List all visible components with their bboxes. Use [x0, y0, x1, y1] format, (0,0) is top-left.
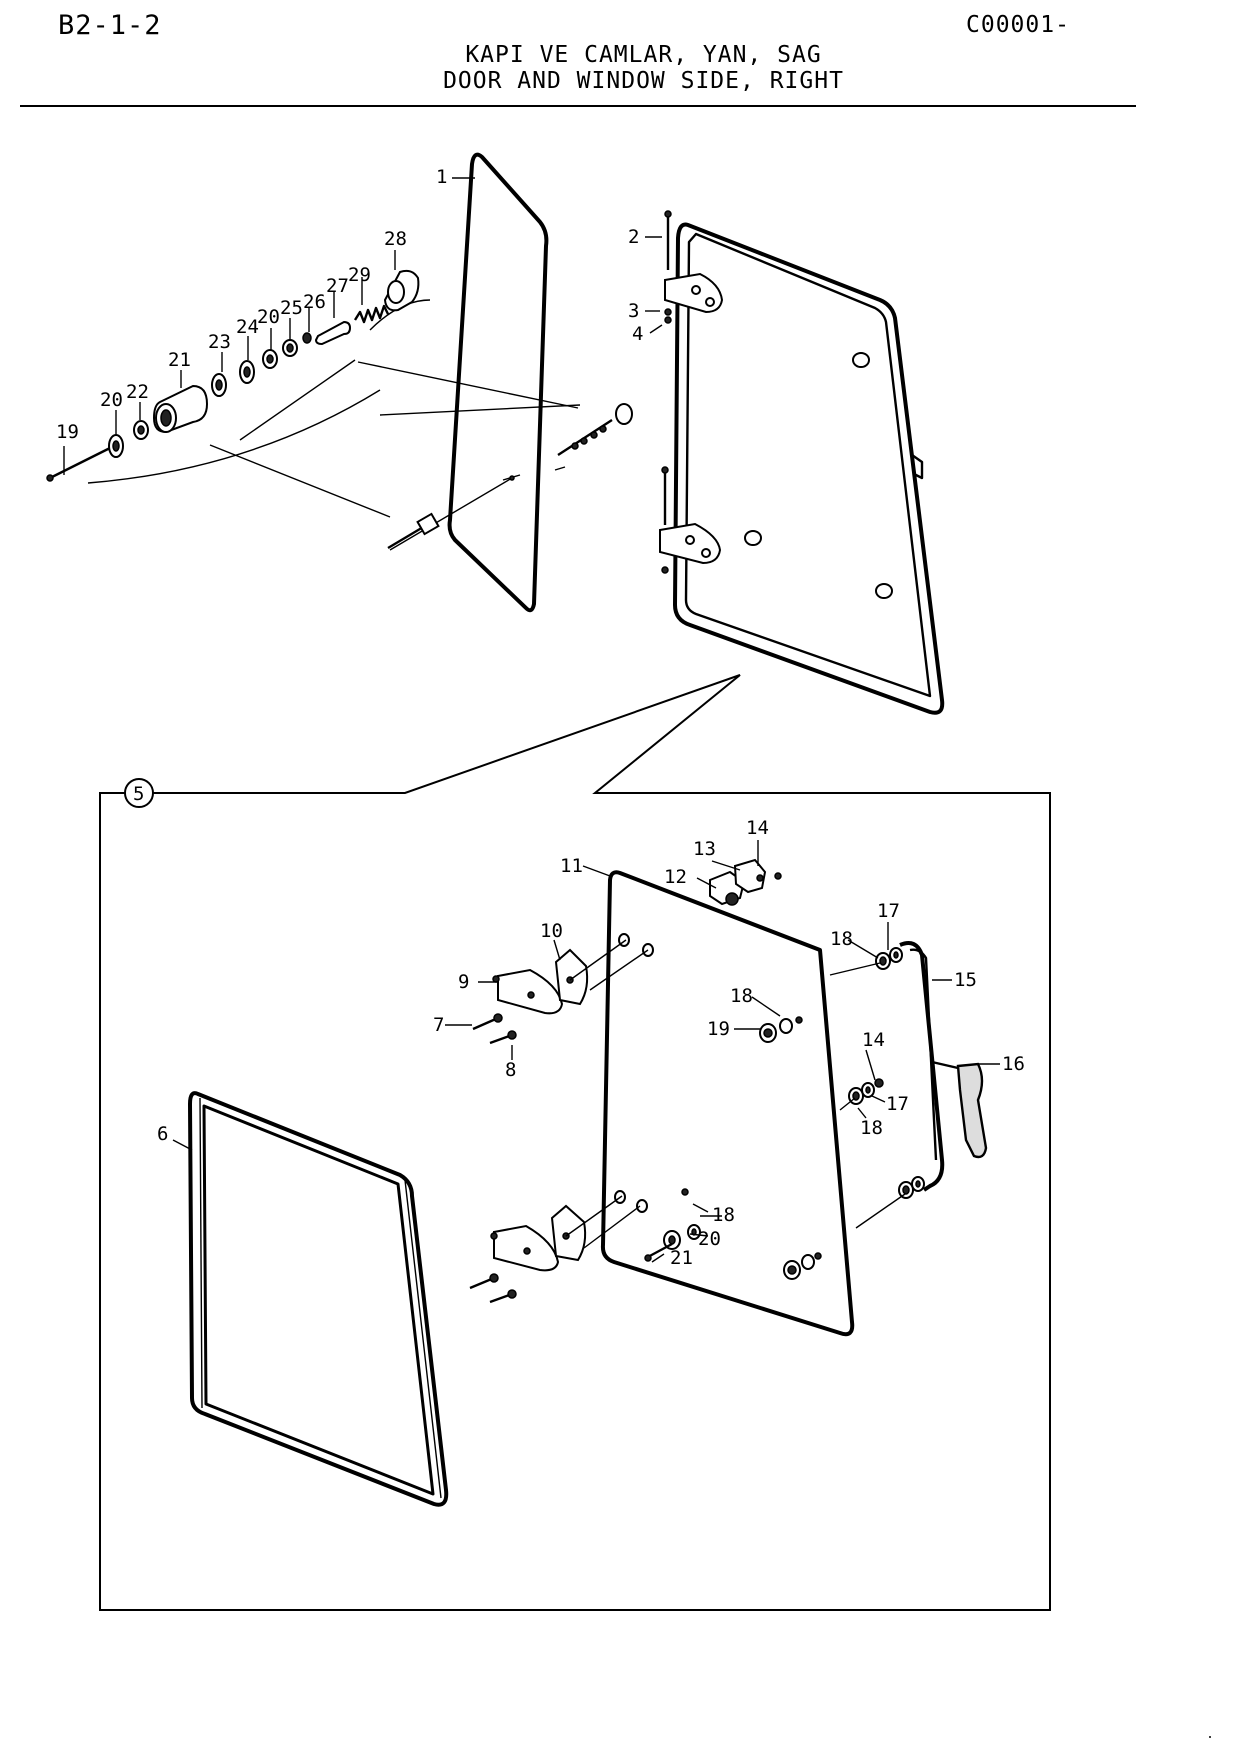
- page-code: B2-1-2: [58, 10, 162, 41]
- callout-27: 27: [326, 275, 349, 297]
- title-turkish: KAPI VE CAMLAR, YAN, SAG: [465, 42, 822, 68]
- title-english: DOOR AND WINDOW SIDE, RIGHT: [443, 68, 844, 94]
- window-glass-panel: [447, 152, 549, 613]
- door-panel: [600, 870, 855, 1337]
- callout-21-b: 21: [670, 1247, 693, 1269]
- callout-24: 24: [236, 316, 259, 338]
- callout-20: 20: [100, 389, 123, 411]
- callout-20-c: 20: [698, 1228, 721, 1250]
- callout-28: 28: [384, 228, 407, 250]
- callout-4: 4: [632, 323, 643, 345]
- glass-mounting-hardware: [387, 403, 633, 550]
- callout-5: 5: [133, 783, 144, 805]
- callout-19: 19: [56, 421, 79, 443]
- callout-12: 12: [664, 866, 687, 888]
- callout-13: 13: [693, 838, 716, 860]
- callout-23: 23: [208, 331, 231, 353]
- callout-25: 25: [280, 297, 303, 319]
- callout-7: 7: [433, 1014, 444, 1036]
- callout-18: 18: [830, 928, 853, 950]
- handle-washers: [759, 947, 925, 1280]
- callout-11: 11: [560, 855, 583, 877]
- callout-14-b: 14: [862, 1029, 885, 1051]
- callout-17-b: 17: [886, 1093, 909, 1115]
- callout-18-d: 18: [712, 1204, 735, 1226]
- callout-17: 17: [877, 900, 900, 922]
- callout-26: 26: [303, 291, 326, 313]
- callout-18-b: 18: [730, 985, 753, 1007]
- callout-22: 22: [126, 381, 149, 403]
- callout-8: 8: [505, 1059, 516, 1081]
- callout-20-b: 20: [257, 306, 280, 328]
- callout-10: 10: [540, 920, 563, 942]
- callout-2: 2: [628, 226, 639, 248]
- window-seal-frame: [188, 1091, 449, 1507]
- detail-callout-circle: [124, 778, 154, 808]
- callout-15: 15: [954, 969, 977, 991]
- callout-21: 21: [168, 349, 191, 371]
- callout-1: 1: [436, 166, 447, 188]
- panel-holes: [614, 933, 689, 1213]
- scan-dot: [1209, 1736, 1211, 1738]
- reference-code: C00001-: [966, 12, 1070, 38]
- callout-16: 16: [1002, 1053, 1025, 1075]
- door-latch-lever: [956, 1062, 988, 1159]
- callout-9: 9: [458, 971, 469, 993]
- callout-3: 3: [628, 300, 639, 322]
- callout-14: 14: [746, 817, 769, 839]
- door-frame: [659, 222, 945, 715]
- callout-19-b: 19: [707, 1018, 730, 1040]
- callout-29: 29: [348, 264, 371, 286]
- grab-handle: [899, 941, 945, 1192]
- header-divider: [20, 105, 1136, 107]
- callout-18-c: 18: [860, 1117, 883, 1139]
- detail-box-frame: [99, 674, 1051, 1611]
- callout-6: 6: [157, 1123, 168, 1145]
